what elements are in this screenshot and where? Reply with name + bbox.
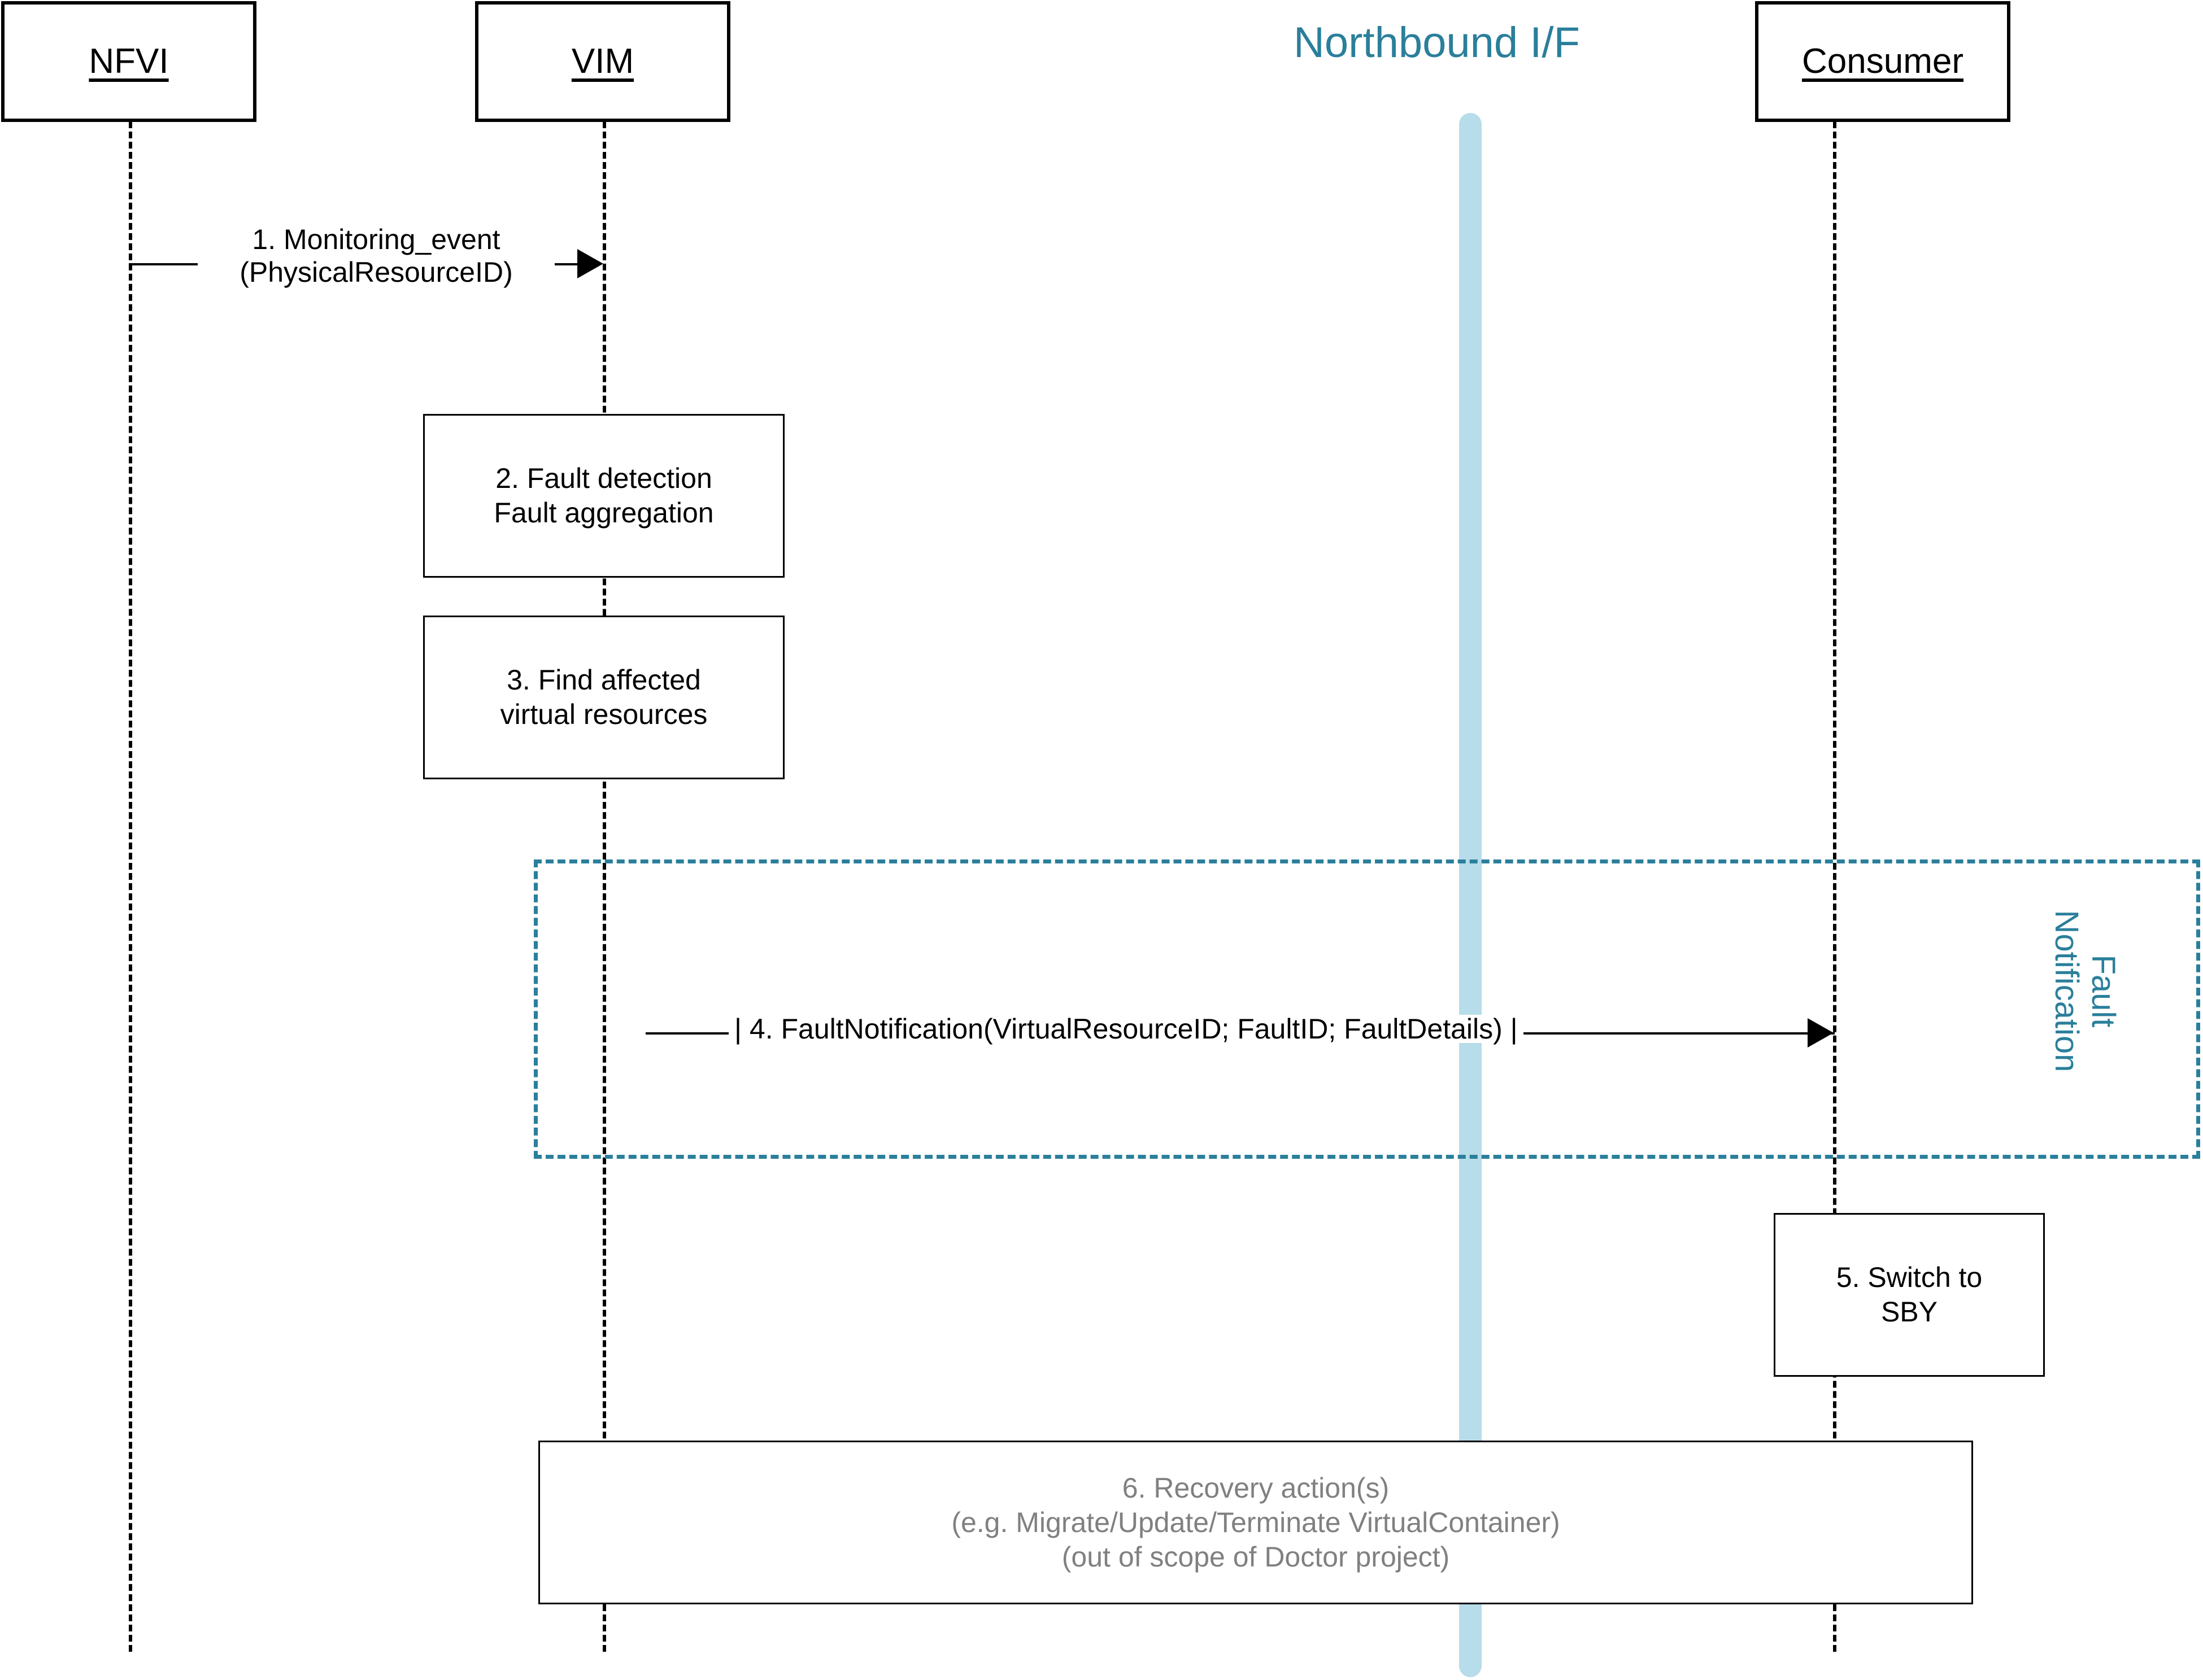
participant-box-vim[interactable]: VIM xyxy=(475,1,730,122)
message-label-1: 1. Monitoring_event (PhysicalResourceID) xyxy=(198,224,555,289)
message-label-4: | 4. FaultNotification(VirtualResourceID… xyxy=(729,1015,1523,1043)
northbound-interface-title: Northbound I/F xyxy=(1294,19,1580,67)
activity-label-2: 2. Fault detection Fault aggregation xyxy=(494,462,714,529)
participant-box-nfvi[interactable]: NFVI xyxy=(1,1,256,122)
activity-box-2[interactable]: 2. Fault detection Fault aggregation xyxy=(423,414,785,578)
activity-label-3: 3. Find affected virtual resources xyxy=(500,664,708,730)
message-arrowhead-4 xyxy=(1808,1018,1834,1048)
message-arrowhead-1 xyxy=(577,249,603,278)
lifeline-consumer xyxy=(1833,121,1836,1652)
activity-box-3[interactable]: 3. Find affected virtual resources xyxy=(423,616,785,779)
activity-box-6[interactable]: 6. Recovery action(s) (e.g. Migrate/Upda… xyxy=(538,1441,1973,1604)
activity-label-5: 5. Switch to SBY xyxy=(1836,1262,1983,1328)
activity-label-6: 6. Recovery action(s) (e.g. Migrate/Upda… xyxy=(951,1472,1560,1573)
northbound-interface-bar xyxy=(1459,113,1482,1677)
fragment-label-fault-notification: Fault Notification xyxy=(2048,910,2122,1072)
participant-label-nfvi: NFVI xyxy=(89,42,169,81)
lifeline-nfvi xyxy=(129,121,132,1652)
activity-box-5[interactable]: 5. Switch to SBY xyxy=(1774,1213,2045,1377)
participant-box-consumer[interactable]: Consumer xyxy=(1755,1,2010,122)
fragment-fault-notification xyxy=(534,859,2200,1159)
lifeline-vim xyxy=(603,121,606,1652)
participant-label-vim: VIM xyxy=(571,42,634,81)
participant-label-consumer: Consumer xyxy=(1802,42,1963,81)
